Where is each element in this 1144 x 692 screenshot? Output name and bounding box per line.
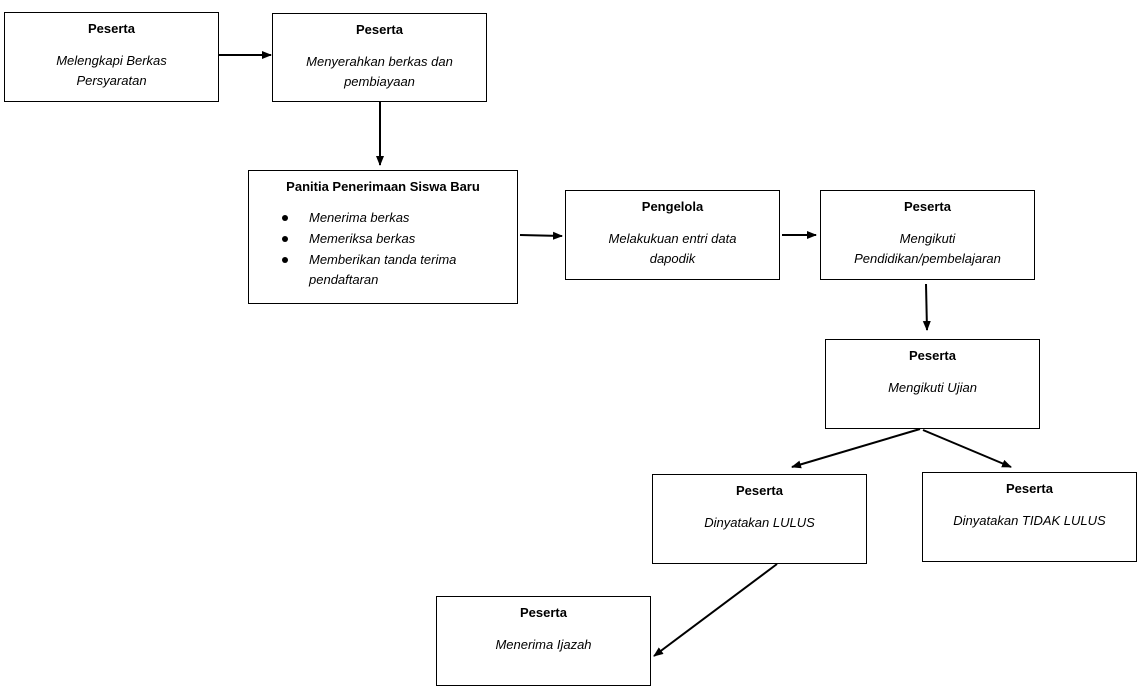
node-description: Mengikuti Pendidikan/pembelajaran <box>854 231 1001 266</box>
node-title: Peserta <box>88 21 135 36</box>
node-lulus: Peserta Dinyatakan LULUS <box>652 474 867 564</box>
node-mengikuti-pendidikan: Peserta Mengikuti Pendidikan/pembelajara… <box>820 190 1035 280</box>
node-mengikuti-ujian: Peserta Mengikuti Ujian <box>825 339 1040 429</box>
arrow-ujian-to-lulus <box>791 428 921 469</box>
list-item-text: Memberikan tanda terima pendaftaran <box>309 252 457 287</box>
node-description: Dinyatakan LULUS <box>704 515 815 530</box>
node-menyerahkan-berkas: Peserta Menyerahkan berkas dan pembiayaa… <box>272 13 487 102</box>
arrow-ujian-to-tidak-lulus <box>922 429 1012 468</box>
bullet-icon <box>282 257 288 263</box>
list-item-text: Memeriksa berkas <box>309 231 416 246</box>
node-title: Panitia Penerimaan Siswa Baru <box>286 179 480 194</box>
node-menerima-ijazah: Peserta Menerima Ijazah <box>436 596 651 686</box>
node-description: Menyerahkan berkas dan pembiayaan <box>306 54 453 89</box>
arrow-mengikuti-pendidikan-to-ujian <box>922 283 931 331</box>
node-title: Peserta <box>736 483 783 498</box>
list-item: Memberikan tanda terima pendaftaran <box>279 250 507 290</box>
list-item: Memeriksa berkas <box>279 229 507 249</box>
node-description: Dinyatakan TIDAK LULUS <box>953 513 1106 528</box>
node-title: Peserta <box>1006 481 1053 496</box>
arrow-panitia-to-pengelola <box>519 231 563 240</box>
node-title: Peserta <box>356 22 403 37</box>
node-description: Menerima Ijazah <box>495 637 592 652</box>
node-tidak-lulus: Peserta Dinyatakan TIDAK LULUS <box>922 472 1137 562</box>
node-description: Melengkapi Berkas Persyaratan <box>56 53 167 88</box>
arrow-lulus-to-ijazah <box>653 563 778 657</box>
list-item: Menerima berkas <box>279 208 507 228</box>
node-title: Peserta <box>520 605 567 620</box>
bullet-icon <box>282 215 288 221</box>
bullet-icon <box>282 236 288 242</box>
node-description: Melakukuan entri data dapodik <box>608 231 737 266</box>
node-title: Pengelola <box>641 199 704 214</box>
node-title: Peserta <box>909 348 956 363</box>
node-panitia: Panitia Penerimaan Siswa Baru Menerima b… <box>248 170 518 304</box>
node-description: Mengikuti Ujian <box>888 380 977 395</box>
list-item-text: Menerima berkas <box>309 210 410 225</box>
task-list: Menerima berkas Memeriksa berkas Memberi… <box>249 208 517 290</box>
node-pengelola: Pengelola Melakukuan entri data dapodik <box>565 190 780 280</box>
node-title: Peserta <box>904 199 951 214</box>
node-melengkapi-berkas: Peserta Melengkapi Berkas Persyaratan <box>4 12 219 102</box>
